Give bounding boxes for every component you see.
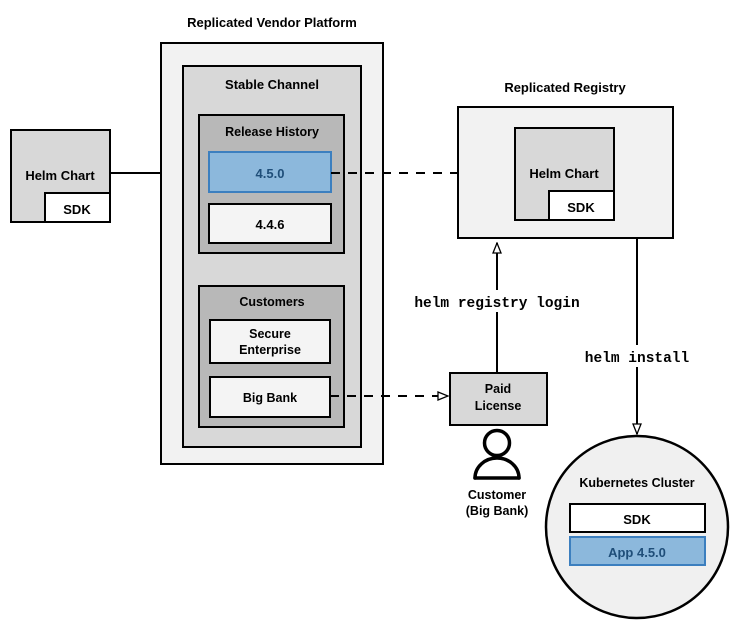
- customer-big-bank-label: Big Bank: [243, 391, 297, 405]
- customer-secure-enterprise-label-line2: Enterprise: [239, 343, 301, 357]
- customer-actor-label-line1: Customer: [468, 488, 526, 502]
- release-450-label: 4.5.0: [256, 166, 285, 181]
- helm-install-label-bg: [567, 345, 707, 367]
- release-446-label: 4.4.6: [256, 217, 285, 232]
- source-helm-chart-label: Helm Chart: [25, 168, 95, 183]
- registry-sdk-label: SDK: [567, 200, 595, 215]
- cluster-app-label: App 4.5.0: [608, 545, 666, 560]
- cluster-app-box[interactable]: [569, 536, 706, 566]
- paid-license-label-line2: License: [475, 399, 522, 413]
- source-sdk-box: [44, 192, 111, 223]
- release-history-title: Release History: [225, 125, 319, 139]
- paid-license-box[interactable]: [449, 372, 548, 426]
- vendor-platform-title: Replicated Vendor Platform: [187, 15, 357, 30]
- cluster-sdk-label: SDK: [623, 512, 651, 527]
- customer-big-bank-box[interactable]: [209, 376, 331, 418]
- registry-helm-chart-label: Helm Chart: [529, 166, 599, 181]
- person-icon: [473, 428, 521, 480]
- registry-sdk-box: [548, 190, 615, 221]
- helm-registry-login-command: helm registry login: [414, 296, 579, 312]
- customer-secure-enterprise-box[interactable]: [209, 319, 331, 364]
- customer-secure-enterprise-label-line1: Secure: [249, 327, 291, 341]
- release-446-box[interactable]: [208, 203, 332, 244]
- paid-license-label-line1: Paid: [485, 382, 511, 396]
- kubernetes-cluster-title: Kubernetes Cluster: [579, 476, 694, 490]
- source-sdk-label: SDK: [63, 202, 91, 217]
- helm-install-command: helm install: [585, 351, 690, 367]
- customers-title: Customers: [239, 295, 304, 309]
- source-helm-chart-group: Helm Chart SDK: [10, 129, 111, 223]
- stable-channel-title: Stable Channel: [225, 77, 319, 92]
- registry-title: Replicated Registry: [504, 80, 626, 95]
- customer-actor-label-line2: (Big Bank): [466, 504, 529, 518]
- cluster-sdk-box[interactable]: [569, 503, 706, 533]
- registry-login-label-bg: [400, 290, 596, 312]
